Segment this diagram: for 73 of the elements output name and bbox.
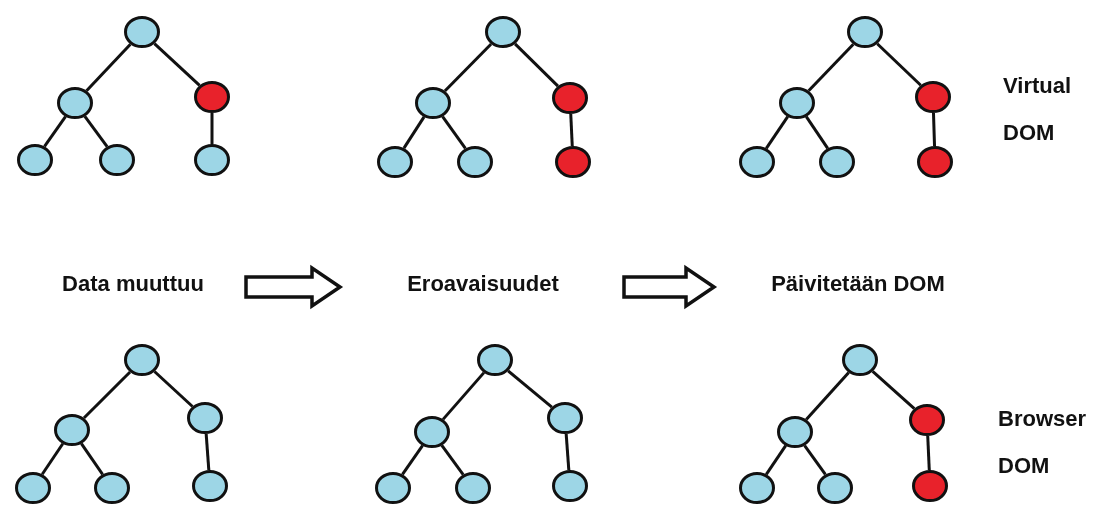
tree-edge-line [765, 444, 787, 476]
step-label: Eroavaisuudet [342, 268, 624, 300]
tree-edge-line [564, 433, 571, 471]
tree-node-circle [555, 146, 591, 178]
tree-node-circle [192, 470, 228, 502]
step-label: Data muuttuu [20, 268, 246, 300]
tree-node-circle [909, 404, 945, 436]
tree-edge-line [153, 370, 194, 408]
tree-node-circle [777, 416, 813, 448]
tree-node-circle [94, 472, 130, 504]
tree-node-circle [552, 470, 588, 502]
tree-node-circle [485, 16, 521, 48]
tree-edge-line [80, 442, 104, 476]
tree-edge-line [441, 371, 486, 421]
tree-node-circle [57, 87, 93, 119]
tree-node-circle [17, 144, 53, 176]
tree-edge-line [204, 433, 211, 471]
tree-edge-line [569, 113, 574, 147]
tree-edge-line [83, 115, 109, 148]
tree-node-circle [124, 16, 160, 48]
tree-node-circle [194, 144, 230, 176]
tree-edge-line [85, 43, 132, 92]
tree-node-circle [54, 414, 90, 446]
tree-node-circle [414, 416, 450, 448]
tree-edge-line [514, 42, 559, 88]
tree-edge-line [926, 435, 931, 471]
tree-edge-line [805, 115, 829, 150]
tree-edge-line [803, 444, 827, 476]
tree-node-circle [739, 146, 775, 178]
tree-node-circle [99, 144, 135, 176]
tree-edge-line [41, 442, 64, 476]
tree-node-circle [375, 472, 411, 504]
tree-edge-line [507, 369, 553, 409]
tree-node-circle [194, 81, 230, 113]
tree-edge-line [765, 115, 789, 150]
tree-edge-line [441, 115, 467, 150]
tree-node-circle [124, 344, 160, 376]
tree-node-circle [547, 402, 583, 434]
hollow-arrow [622, 264, 718, 310]
tree-caption: Browser DOM [998, 405, 1088, 480]
tree-edge-line [401, 444, 424, 476]
tree-node-circle [847, 16, 883, 48]
tree-edge-line [871, 370, 916, 410]
tree-node-circle [912, 470, 948, 502]
tree-node-circle [187, 402, 223, 434]
tree-node-circle [477, 344, 513, 376]
tree-node-circle [917, 146, 953, 178]
tree-node-circle [739, 472, 775, 504]
tree-edge-line [43, 115, 67, 148]
tree-node-circle [915, 81, 951, 113]
tree-edge-line [440, 444, 465, 476]
tree-node-circle [455, 472, 491, 504]
tree-node-circle [817, 472, 853, 504]
tree-caption: Virtual DOM [1003, 72, 1073, 147]
tree-edge-line [932, 112, 936, 147]
tree-edge-line [82, 370, 132, 420]
tree-edge-line [210, 113, 214, 144]
hollow-arrow [244, 264, 344, 310]
tree-edge-line [876, 42, 922, 87]
tree-node-circle [457, 146, 493, 178]
step-label: Päivitetään DOM [716, 268, 1000, 300]
tree-node-circle [415, 87, 451, 119]
tree-edge-line [443, 42, 493, 93]
tree-node-circle [842, 344, 878, 376]
tree-node-circle [779, 87, 815, 119]
tree-edge-line [807, 43, 855, 92]
tree-node-circle [552, 82, 588, 114]
tree-node-circle [15, 472, 51, 504]
tree-edge-line [402, 116, 426, 149]
tree-edge-line [805, 371, 850, 421]
tree-edge-line [153, 42, 201, 87]
tree-node-circle [377, 146, 413, 178]
tree-node-circle [819, 146, 855, 178]
